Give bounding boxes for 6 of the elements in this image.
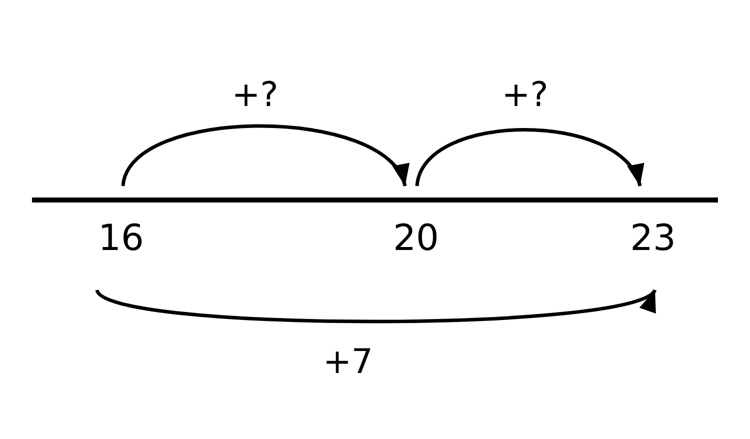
- curved-arrow: [415, 128, 642, 187]
- curved-arrow: [121, 124, 407, 187]
- curved-arrow: [96, 288, 656, 324]
- number-label: 20: [385, 186, 447, 290]
- number-label: 16: [92, 186, 150, 290]
- number-label: 23: [622, 186, 684, 290]
